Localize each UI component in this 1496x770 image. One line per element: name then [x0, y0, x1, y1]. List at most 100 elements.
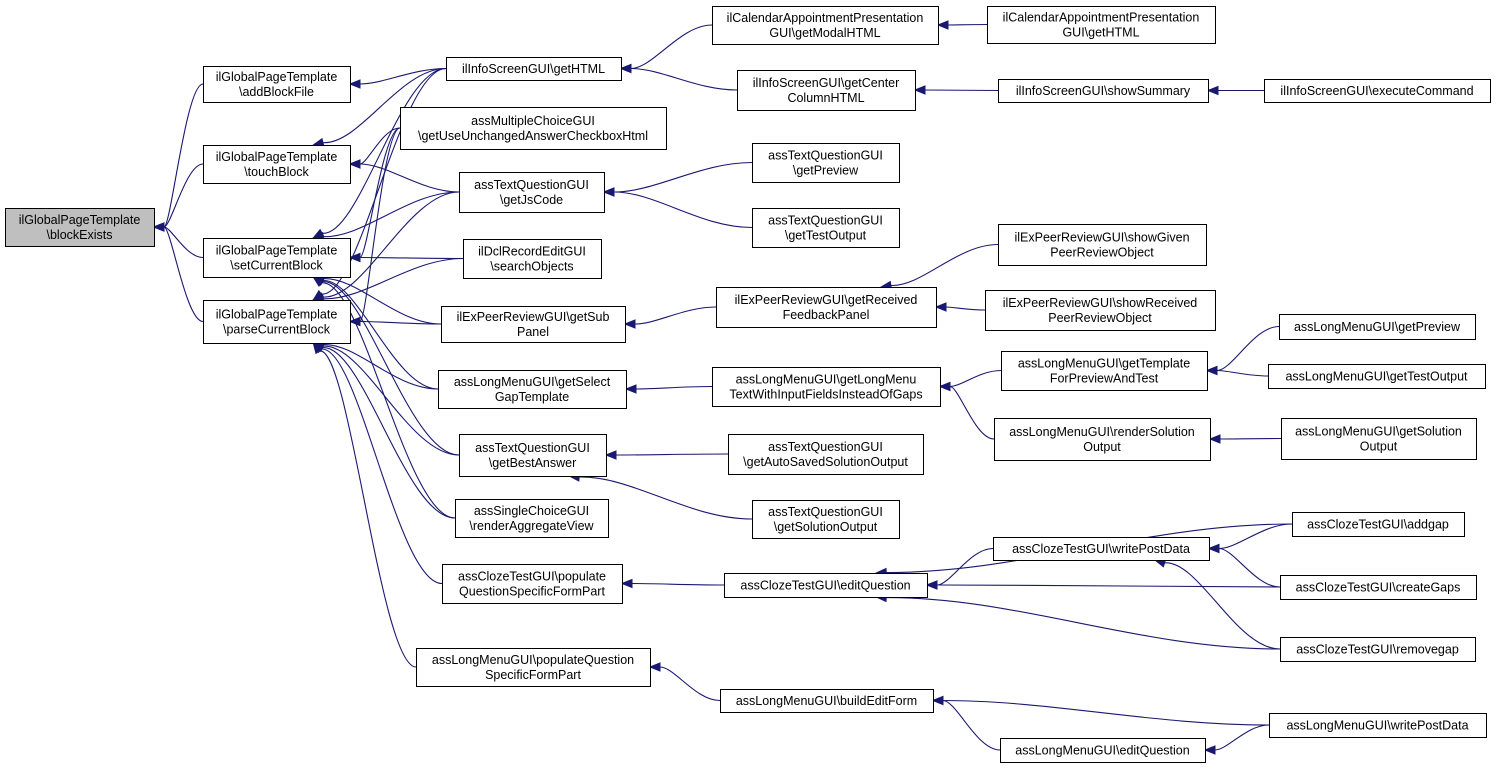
graph-node-n25[interactable]: ilCalendarAppointmentPresentationGUI\get…: [987, 6, 1216, 44]
edge-n15-to-n5: [619, 24, 713, 74]
node-label-line: ilExPeerReviewGUI\showGiven: [1014, 231, 1189, 245]
edge-n40-to-n24: [931, 695, 1270, 726]
edge-n24-to-n14: [648, 662, 721, 702]
graph-node-n3[interactable]: ilGlobalPageTemplate\setCurrentBlock: [203, 238, 351, 278]
node-label-line: assLongMenuGUI\getSelect: [454, 375, 611, 389]
node-label-line: \parseCurrentBlock: [223, 323, 331, 337]
node-label-line: ilCalendarAppointmentPresentation: [1003, 11, 1200, 25]
graph-node-n31[interactable]: assClozeTestGUI\writePostData: [993, 537, 1210, 561]
node-label-line: assClozeTestGUI\addgap: [1307, 518, 1449, 532]
node-label-line: assTextQuestionGUI: [768, 440, 883, 454]
node-label-line: ilInfoScreenGUI\getCenter: [753, 76, 900, 90]
graph-node-n11[interactable]: assTextQuestionGUI\getBestAnswer: [459, 434, 607, 477]
node-box: [994, 418, 1211, 461]
node-box: [720, 689, 934, 713]
node-box: [203, 66, 351, 103]
graph-node-n17[interactable]: assTextQuestionGUI\getPreview: [752, 143, 900, 183]
node-label-line: assLongMenuGUI\getTemplate: [1018, 357, 1190, 371]
graph-node-n37[interactable]: assClozeTestGUI\addgap: [1292, 512, 1465, 537]
graph-node-n28[interactable]: ilExPeerReviewGUI\showReceivedPeerReview…: [985, 290, 1216, 331]
graph-node-n5[interactable]: ilInfoScreenGUI\getHTML: [446, 57, 622, 81]
graph-node-n6[interactable]: assMultipleChoiceGUI\getUseUnchangedAnsw…: [400, 107, 667, 150]
node-label-line: assLongMenuGUI\renderSolution: [1009, 425, 1195, 439]
graph-node-n36[interactable]: assLongMenuGUI\getSolutionOutput: [1281, 418, 1477, 460]
edge-n35-to-n29: [1205, 365, 1269, 377]
node-label-line: ilInfoScreenGUI\showSummary: [1016, 84, 1191, 98]
node-box: [1280, 575, 1477, 600]
edge-n18-to-n7: [602, 187, 753, 229]
node-label-line: ilDclRecordEditGUI: [478, 245, 586, 259]
edge-n26-to-n16: [913, 85, 999, 95]
node-box: [441, 306, 626, 343]
graph-node-n19[interactable]: ilExPeerReviewGUI\getReceivedFeedbackPan…: [716, 287, 937, 328]
graph-node-n1[interactable]: ilGlobalPageTemplate\addBlockFile: [203, 66, 351, 103]
edge-n6-to-n4: [348, 127, 401, 327]
node-label-line: TextWithInputFieldsInsteadOfGaps: [729, 388, 922, 402]
graph-node-n33[interactable]: ilInfoScreenGUI\executeCommand: [1264, 79, 1491, 103]
edge-n38-to-n23: [925, 580, 1281, 590]
node-label-line: \getTestOutput: [785, 229, 867, 243]
node-box: [752, 500, 900, 539]
graph-node-n38[interactable]: assClozeTestGUI\createGaps: [1280, 575, 1477, 600]
node-label-line: assLongMenuGUI\populateQuestion: [432, 653, 634, 667]
node-box: [987, 6, 1216, 44]
node-label-line: assTextQuestionGUI: [768, 214, 883, 228]
node-box: [1268, 364, 1486, 389]
graph-node-n40[interactable]: assLongMenuGUI\writePostData: [1269, 713, 1487, 738]
graph-node-n32[interactable]: assLongMenuGUI\editQuestion: [1000, 738, 1206, 763]
graph-node-n15[interactable]: ilCalendarAppointmentPresentationGUI\get…: [712, 6, 939, 45]
graph-node-n12[interactable]: assSingleChoiceGUI\renderAggregateView: [455, 499, 609, 538]
edge-n7-to-n3: [311, 191, 460, 242]
graph-node-n7[interactable]: assTextQuestionGUI\getJsCode: [459, 172, 605, 213]
graph-node-n35[interactable]: assLongMenuGUI\getTestOutput: [1268, 364, 1486, 389]
nodes-layer: ilGlobalPageTemplate\blockExistsilGlobal…: [5, 6, 1491, 763]
node-box: [998, 224, 1207, 266]
node-label-line: assClozeTestGUI\editQuestion: [740, 579, 910, 593]
node-label-line: \blockExists: [47, 228, 113, 242]
node-label-line: GUI\getHTML: [1062, 26, 1139, 40]
edge-n30-to-n20: [938, 381, 995, 440]
graph-node-n18[interactable]: assTextQuestionGUI\getTestOutput: [752, 208, 900, 248]
node-label-line: SpecificFormPart: [485, 668, 581, 682]
node-box: [1000, 738, 1206, 763]
graph-node-n29[interactable]: assLongMenuGUI\getTemplateForPreviewAndT…: [1001, 351, 1208, 391]
graph-node-n23[interactable]: assClozeTestGUI\editQuestion: [724, 573, 928, 598]
node-box: [442, 564, 623, 604]
node-label-line: ilGlobalPageTemplate: [19, 213, 141, 227]
node-label-line: assLongMenuGUI\editQuestion: [1015, 744, 1189, 758]
graph-node-n34[interactable]: assLongMenuGUI\getPreview: [1279, 314, 1476, 340]
graph-node-n4[interactable]: ilGlobalPageTemplate\parseCurrentBlock: [203, 300, 351, 344]
node-box: [455, 499, 609, 538]
node-box: [1292, 512, 1465, 537]
graph-node-n14[interactable]: assLongMenuGUI\populateQuestionSpecificF…: [416, 648, 651, 687]
node-box: [459, 434, 607, 477]
edge-n5-to-n1: [348, 67, 447, 89]
node-label-line: Output: [1360, 440, 1398, 454]
graph-node-n39[interactable]: assClozeTestGUI\removegap: [1280, 637, 1476, 662]
node-box: [724, 573, 928, 598]
graph-node-n24[interactable]: assLongMenuGUI\buildEditForm: [720, 689, 934, 713]
node-label-line: assTextQuestionGUI: [475, 441, 590, 455]
graph-node-n0[interactable]: ilGlobalPageTemplate\blockExists: [5, 208, 155, 247]
graph-node-n8[interactable]: ilDclRecordEditGUI\searchObjects: [463, 239, 602, 279]
edge-n11-to-n4: [311, 341, 460, 456]
node-label-line: assLongMenuGUI\getLongMenu: [736, 373, 917, 387]
node-box: [1281, 418, 1477, 460]
graph-node-n26[interactable]: ilInfoScreenGUI\showSummary: [998, 79, 1209, 103]
node-label-line: QuestionSpecificFormPart: [459, 585, 605, 599]
node-box: [752, 208, 900, 248]
graph-node-n21[interactable]: assTextQuestionGUI\getAutoSavedSolutionO…: [728, 434, 924, 475]
graph-node-n20[interactable]: assLongMenuGUI\getLongMenuTextWithInputF…: [712, 367, 941, 407]
edge-n28-to-n19: [934, 302, 986, 312]
edge-n23-to-n13: [620, 578, 725, 589]
node-box: [463, 239, 602, 279]
graph-node-n13[interactable]: assClozeTestGUI\populateQuestionSpecific…: [442, 564, 623, 604]
graph-node-n2[interactable]: ilGlobalPageTemplate\touchBlock: [203, 145, 351, 184]
graph-node-n22[interactable]: assTextQuestionGUI\getSolutionOutput: [752, 500, 900, 539]
node-label-line: \renderAggregateView: [469, 519, 594, 533]
graph-node-n27[interactable]: ilExPeerReviewGUI\showGivenPeerReviewObj…: [998, 224, 1207, 266]
